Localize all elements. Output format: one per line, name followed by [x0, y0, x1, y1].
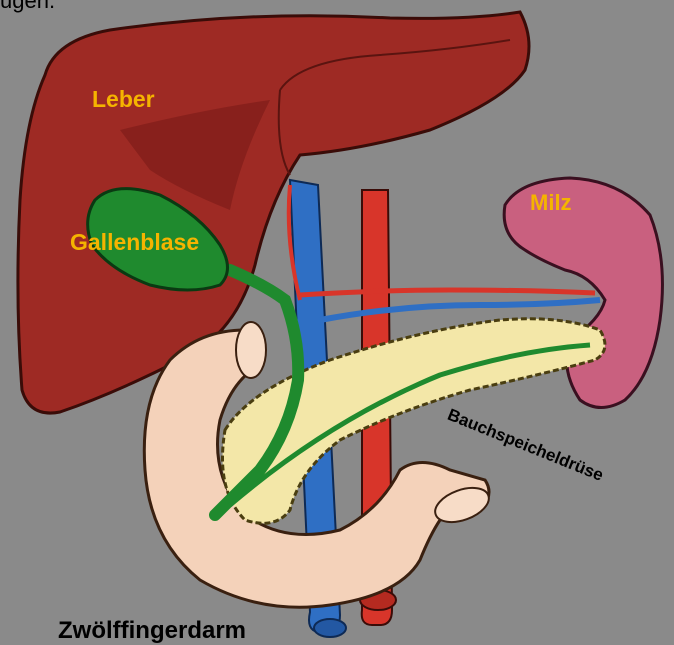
duodenum-label: Zwölffingerdarm [58, 617, 246, 645]
vena-cava-end [314, 619, 346, 637]
caption-fragment: ugen. [0, 0, 55, 14]
gallbladder-label: Gallenblase [70, 229, 199, 256]
spleen-label: Milz [530, 190, 572, 216]
liver-label: Leber [92, 86, 155, 113]
splenic-artery [300, 290, 595, 295]
duodenum-opening-top [236, 322, 266, 378]
